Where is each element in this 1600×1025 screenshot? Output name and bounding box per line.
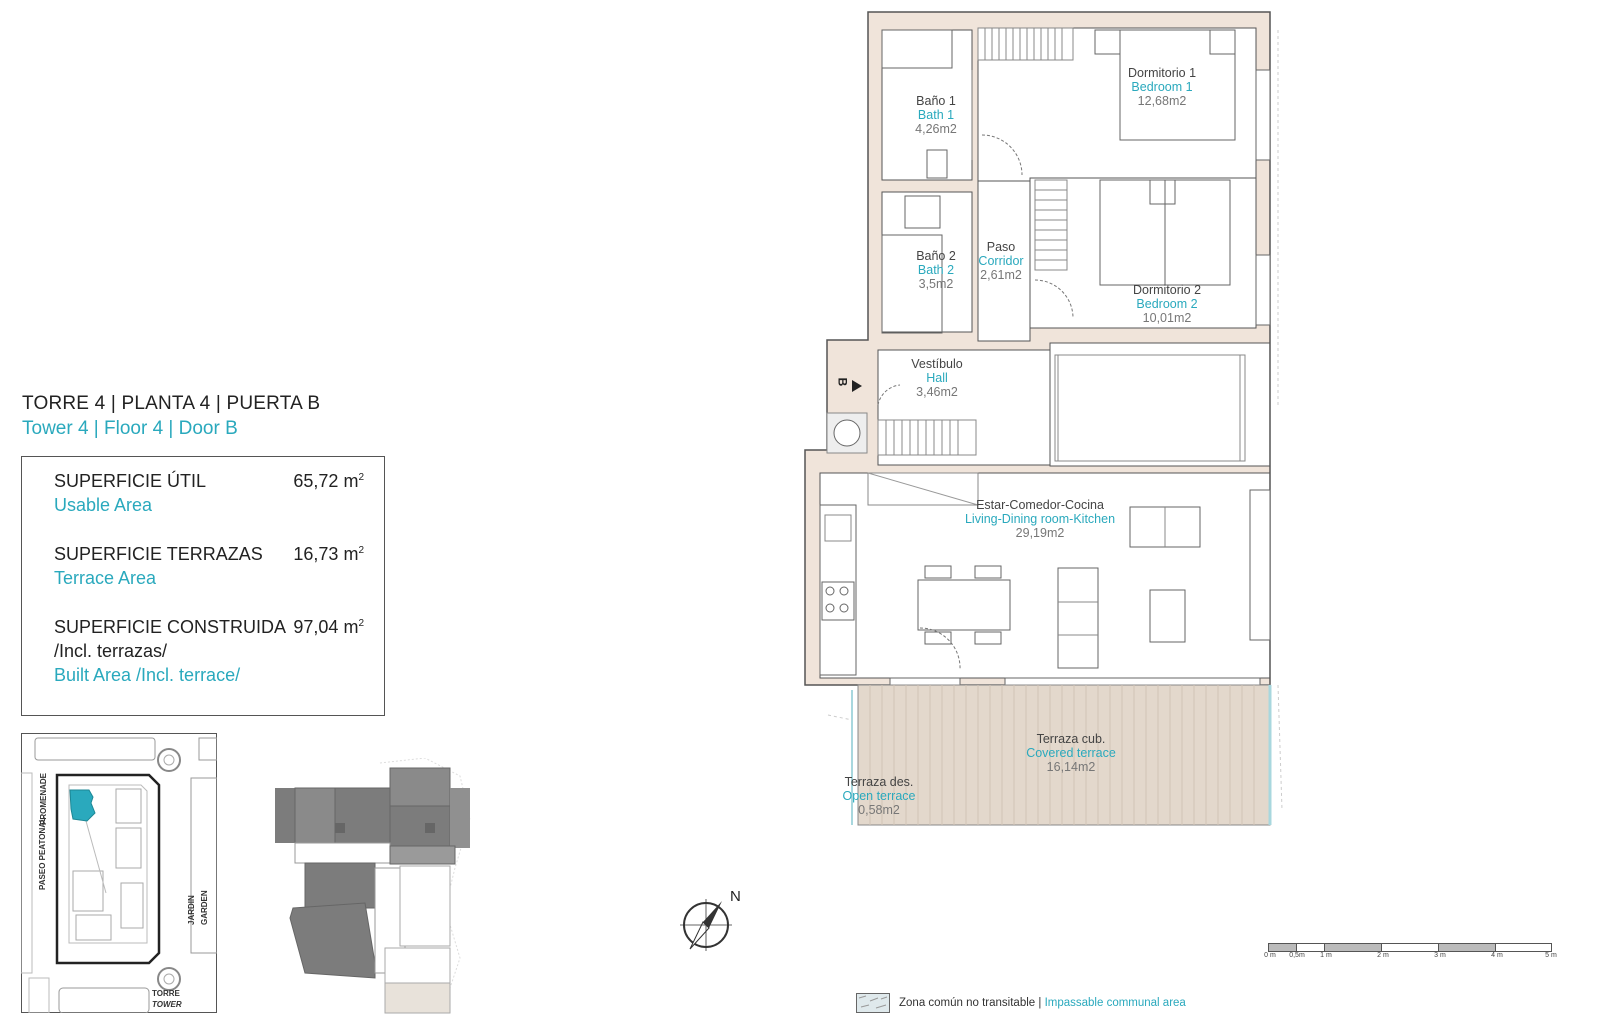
scale-label-05: 0,5m <box>1289 952 1305 959</box>
area-summary-box: SUPERFICIE ÚTIL Usable Area 65,72 m2 SUP… <box>21 456 385 716</box>
scale-label-2: 2 m <box>1377 952 1389 959</box>
legend-swatch-icon <box>856 993 890 1013</box>
scale-label-0: 0 m <box>1264 952 1276 959</box>
compass-north-label: N <box>730 888 741 905</box>
compass-icon <box>680 899 732 951</box>
terrace-area-label-es: SUPERFICIE TERRAZAS <box>54 544 263 564</box>
usable-area-value: 65,72 m2 <box>293 471 364 491</box>
site-map-garden-en: GARDEN <box>200 890 209 925</box>
door-marker: B <box>835 377 850 387</box>
unit-title-en: Tower 4 | Floor 4 | Door B <box>22 418 238 439</box>
site-map-tower-en: TOWER <box>152 1000 182 1009</box>
unit-title-es: TORRE 4 | PLANTA 4 | PUERTA B <box>22 393 321 414</box>
site-map <box>21 733 217 1013</box>
built-area-label-en: Built Area /Incl. terrace/ <box>54 665 241 685</box>
terrace-area-value: 16,73 m2 <box>293 544 364 564</box>
floor-key-plan <box>275 758 471 1014</box>
usable-area-label-en: Usable Area <box>54 495 153 515</box>
site-map-promenade-es: PASEO PEATONAL <box>38 817 47 890</box>
site-map-tower-es: TORRE <box>152 989 180 998</box>
site-map-garden-es: JARDIN <box>187 895 196 925</box>
usable-area-label-es: SUPERFICIE ÚTIL <box>54 471 207 491</box>
site-map-promenade-en: PROMENADE <box>39 772 48 825</box>
scale-bar <box>1268 943 1552 952</box>
scale-label-1: 1 m <box>1320 952 1332 959</box>
built-area-value: 97,04 m2 <box>293 617 364 637</box>
terrace-area-label-en: Terrace Area <box>54 568 157 588</box>
scale-label-3: 3 m <box>1434 952 1446 959</box>
scale-label-4: 4 m <box>1491 952 1503 959</box>
floor-plan <box>804 11 1283 826</box>
built-area-label-es: SUPERFICIE CONSTRUIDA <box>54 617 287 637</box>
scale-label-5: 5 m <box>1545 952 1557 959</box>
built-area-label-es-2: /Incl. terrazas/ <box>54 641 168 661</box>
legend-text: Zona común no transitable | Impassable c… <box>899 997 1186 1009</box>
